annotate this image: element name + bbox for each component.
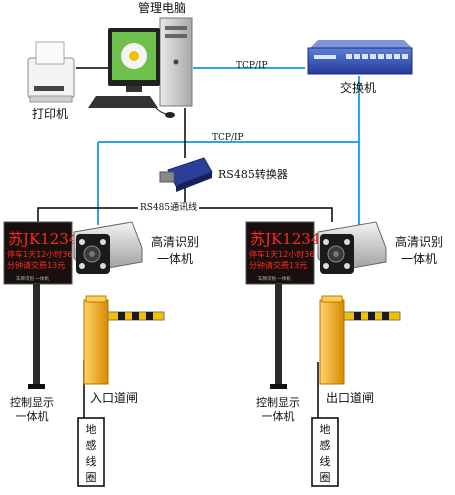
gate-left-icon [83,295,165,385]
label-tcp-mid: TCP/IP [212,133,244,143]
label-display-left: 控制显示一体机 [10,396,54,423]
gate-right-icon [319,295,401,385]
led-display-left: 苏JK1234 停车1天12小时36 分钟请交费13元 车牌识别 一体机 [3,221,78,389]
label-rs485-bus: RS485通讯线 [138,202,200,215]
label-printer: 打印机 [32,107,69,121]
label-display-right: 控制显示一体机 [256,396,300,423]
label-switch: 交换机 [340,81,377,95]
camera-right-icon [317,221,387,274]
label-loop-left: 地感线圈 [85,423,97,484]
led-display-right: 苏JK1234 停车1天12小时36 分钟请交费13元 车牌识别 一体机 [245,221,320,389]
ground-loop-right [311,417,339,487]
led-plate-left: 苏JK1234 [8,230,78,248]
led-line1-right: 停车1天12小时36 [249,249,314,259]
label-loop-right: 地感线圈 [319,423,331,484]
switch-icon [307,40,413,75]
computer-icon [88,17,193,118]
rs485-converter-icon [159,157,213,192]
camera-left-icon [73,221,143,274]
label-tcp-top: TCP/IP [236,61,268,71]
printer-icon [27,41,75,103]
led-line1-left: 停车1天12小时36 [7,249,72,259]
label-camera-left: 高清识别一体机 [151,235,200,266]
led-line2-left: 分钟请交费13元 [7,260,65,270]
led-line2-right: 分钟请交费13元 [249,260,307,270]
label-gate-left: 入口道闸 [90,391,139,405]
led-plate-right: 苏JK1234 [250,230,320,248]
ground-loop-left [77,417,105,487]
led-footer-right: 车牌识别 一体机 [258,275,291,282]
label-computer: 管理电脑 [138,1,187,15]
label-gate-right: 出口道闸 [326,391,375,405]
label-camera-right: 高清识别一体机 [394,235,443,266]
label-converter: RS485转换器 [218,168,288,181]
led-footer-left: 车牌识别 一体机 [16,275,49,282]
